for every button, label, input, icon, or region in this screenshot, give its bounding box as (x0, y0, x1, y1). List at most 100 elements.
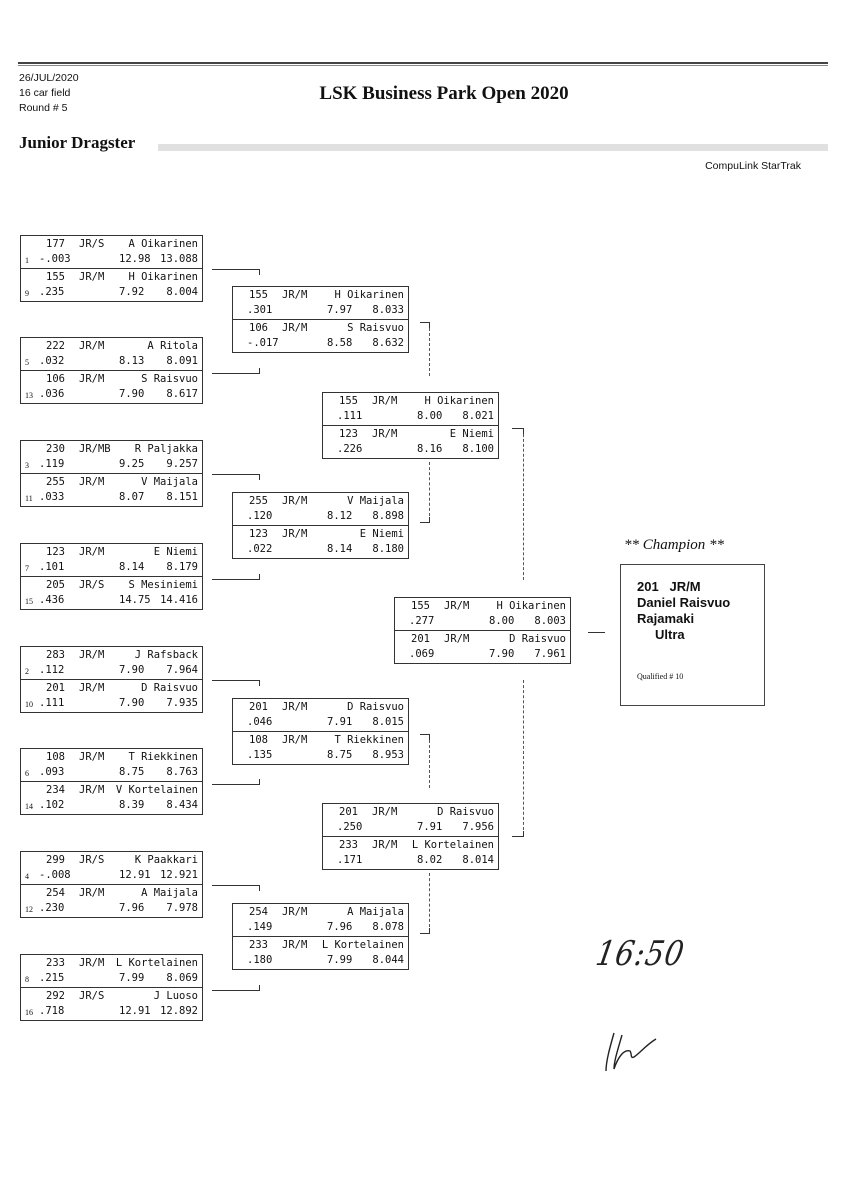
car-class: JR/M (79, 271, 105, 283)
car-number: 292 (46, 990, 65, 1002)
driver-name: H Oikarinen (424, 395, 494, 407)
elapsed-time: 8.617 (166, 388, 198, 400)
qualifying-seed: 13 (25, 391, 33, 400)
reaction-time: .135 (247, 749, 273, 761)
bracket-connector (420, 517, 430, 523)
elapsed-time: 12.892 (160, 1005, 198, 1017)
car-class: JR/M (282, 734, 308, 746)
qualifying-seed: 15 (25, 597, 33, 606)
driver-name: D Raisvuo (347, 701, 404, 713)
dial-in: 8.07 (119, 491, 145, 503)
car-class: JR/M (282, 939, 308, 951)
bracket-connector (212, 474, 260, 480)
dial-in: 8.02 (417, 854, 443, 866)
driver-name: A Maijala (347, 906, 404, 918)
elapsed-time: 8.179 (166, 561, 198, 573)
dial-in: 7.90 (119, 697, 145, 709)
car-class: JR/M (372, 806, 398, 818)
car-number: 201 (339, 806, 358, 818)
reaction-time: .101 (39, 561, 65, 573)
qualifying-seed: 5 (25, 358, 29, 367)
car-class: JR/S (79, 854, 105, 866)
car-number: 201 (249, 701, 268, 713)
car-number: 255 (46, 476, 65, 488)
car-class: JR/M (282, 495, 308, 507)
dial-in: 7.92 (119, 286, 145, 298)
bracket-connector (420, 322, 430, 328)
elapsed-time: 8.763 (166, 766, 198, 778)
bracket-connector (212, 680, 260, 686)
car-class: JR/M (372, 428, 398, 440)
dial-in: 14.75 (119, 594, 151, 606)
elapsed-time: 7.964 (166, 664, 198, 676)
reaction-time: .046 (247, 716, 273, 728)
champion-label: ** Champion ** (624, 537, 725, 553)
reaction-time: -.017 (247, 337, 279, 349)
driver-name: V Maijala (141, 476, 198, 488)
champion-driver: Daniel Raisvuo (637, 595, 731, 610)
driver-name: J Rafsback (134, 649, 198, 661)
reaction-time: .069 (409, 648, 435, 660)
reaction-time: -.003 (39, 253, 71, 265)
dial-in: 8.75 (119, 766, 145, 778)
car-class: JR/M (282, 528, 308, 540)
dial-in: 7.91 (417, 821, 443, 833)
reaction-time: .215 (39, 972, 65, 984)
elapsed-time: 8.898 (372, 510, 404, 522)
car-class: JR/M (79, 887, 105, 899)
elapsed-time: 8.044 (372, 954, 404, 966)
car-class: JR/M (282, 906, 308, 918)
driver-name: A Ritola (147, 340, 198, 352)
final-to-champion-connector (588, 632, 605, 633)
bracket-connector-dashed (429, 462, 430, 516)
dial-in: 7.90 (489, 648, 515, 660)
car-number: 177 (46, 238, 65, 250)
driver-name: H Oikarinen (334, 289, 404, 301)
car-number: 283 (46, 649, 65, 661)
driver-name: K Paakkari (134, 854, 198, 866)
driver-name: L Kortelainen (321, 939, 404, 951)
handwritten-signature (605, 1032, 657, 1072)
event-meta: 26/JUL/2020 16 car field Round # 5 (19, 71, 79, 116)
car-number: 233 (249, 939, 268, 951)
dial-in: 7.97 (327, 304, 353, 316)
champion-sponsor: Rajamaki (637, 611, 695, 626)
car-class: JR/S (79, 238, 105, 250)
car-number: 155 (339, 395, 358, 407)
champion-qualified: Qualified # 10 (637, 672, 684, 681)
